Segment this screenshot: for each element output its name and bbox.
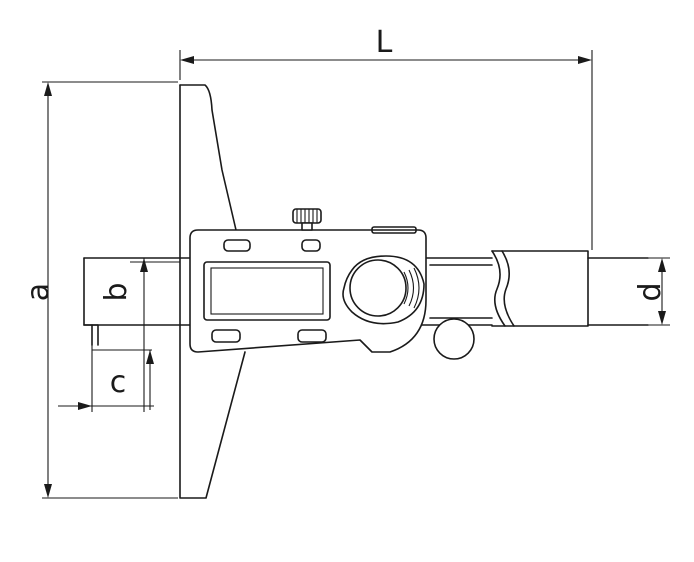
dimension-L: L bbox=[179, 25, 593, 250]
base-plate bbox=[179, 84, 246, 499]
lcd-display bbox=[203, 261, 331, 321]
measuring-rod bbox=[83, 257, 191, 346]
button-bottom-right[interactable] bbox=[297, 329, 327, 343]
main-beam bbox=[419, 250, 649, 327]
button-top-left[interactable] bbox=[223, 239, 251, 252]
dimension-a: a bbox=[21, 81, 178, 499]
button-bottom-left[interactable] bbox=[211, 329, 241, 343]
label-L: L bbox=[376, 25, 393, 60]
battery-cover bbox=[342, 255, 425, 325]
label-a: a bbox=[21, 283, 56, 301]
function-buttons bbox=[211, 239, 327, 343]
label-b: b bbox=[99, 282, 134, 301]
dimension-c: c bbox=[58, 345, 154, 412]
dimension-d: d bbox=[633, 257, 670, 326]
button-top-right[interactable] bbox=[301, 239, 321, 252]
adjustment-roller[interactable] bbox=[433, 318, 475, 360]
dimension-b: b bbox=[99, 258, 148, 412]
label-c: c bbox=[110, 365, 127, 400]
label-d: d bbox=[633, 282, 668, 301]
